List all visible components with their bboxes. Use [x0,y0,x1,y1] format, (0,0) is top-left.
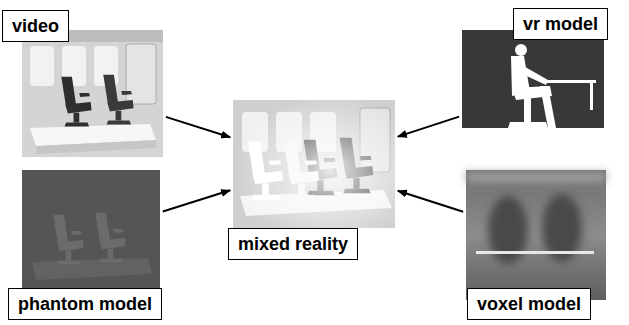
video-image [22,30,163,157]
arrow-connector [163,190,230,211]
mixed-reality-image [233,100,395,228]
voxel-model-panel: voxel model [466,170,606,300]
arrow-connector [398,191,463,212]
arrow-connector [166,117,230,137]
phantom-model-image [22,170,160,298]
mixed-reality-panel: mixed reality [233,100,395,228]
phantom-model-panel: phantom model [22,170,160,298]
panel-label: video [2,10,69,42]
panel-label: phantom model [8,288,162,320]
panel-label: vr model [513,8,608,40]
panel-label: mixed reality [228,228,358,260]
video-panel: video [22,30,163,157]
voxel-model-image [466,170,606,300]
vr-model-panel: vr model [462,30,604,155]
panel-label: voxel model [467,288,591,320]
arrow-connector [398,117,459,137]
vr-model-image [462,30,604,155]
